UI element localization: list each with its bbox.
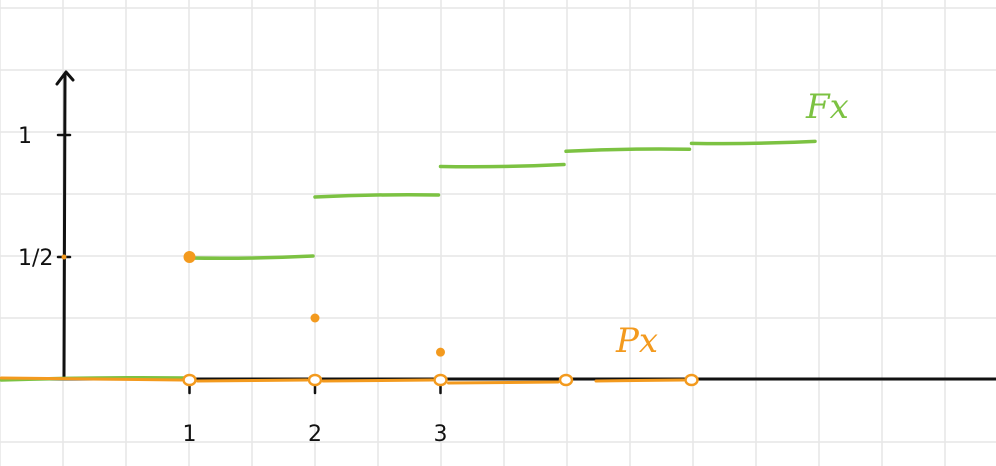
series-px [0, 254, 699, 387]
y-tick-label: 1 [18, 124, 32, 149]
px-baseline [0, 376, 685, 385]
y-axis-arrow [55, 70, 75, 86]
fx-step-segment [313, 193, 441, 199]
series-label-px: Px [615, 321, 658, 361]
ticks: 1 2 3 1 1/2 [18, 124, 448, 447]
px-hollow-point [684, 373, 699, 387]
x-tick-label: 1 [183, 422, 197, 447]
px-hollow-point [307, 373, 323, 387]
fx-jump-dot [183, 251, 196, 263]
px-axis-marker [61, 254, 67, 260]
x-tick-label: 3 [434, 422, 448, 447]
fx-step-segment [689, 139, 817, 146]
y-axis [62, 73, 67, 381]
fx-step-segment [564, 147, 692, 153]
x-tick-label: 2 [308, 422, 322, 447]
px-point-mass [310, 313, 320, 323]
px-hollow-point [182, 373, 197, 387]
px-hollow-point [558, 373, 574, 387]
fx-step-segment [438, 162, 566, 169]
series-label-fx: Fx [805, 87, 849, 127]
px-point-mass [436, 347, 445, 357]
fx-step-segment [187, 254, 315, 260]
px-hollow-point [433, 373, 448, 387]
y-tick-label: 1/2 [18, 246, 53, 271]
